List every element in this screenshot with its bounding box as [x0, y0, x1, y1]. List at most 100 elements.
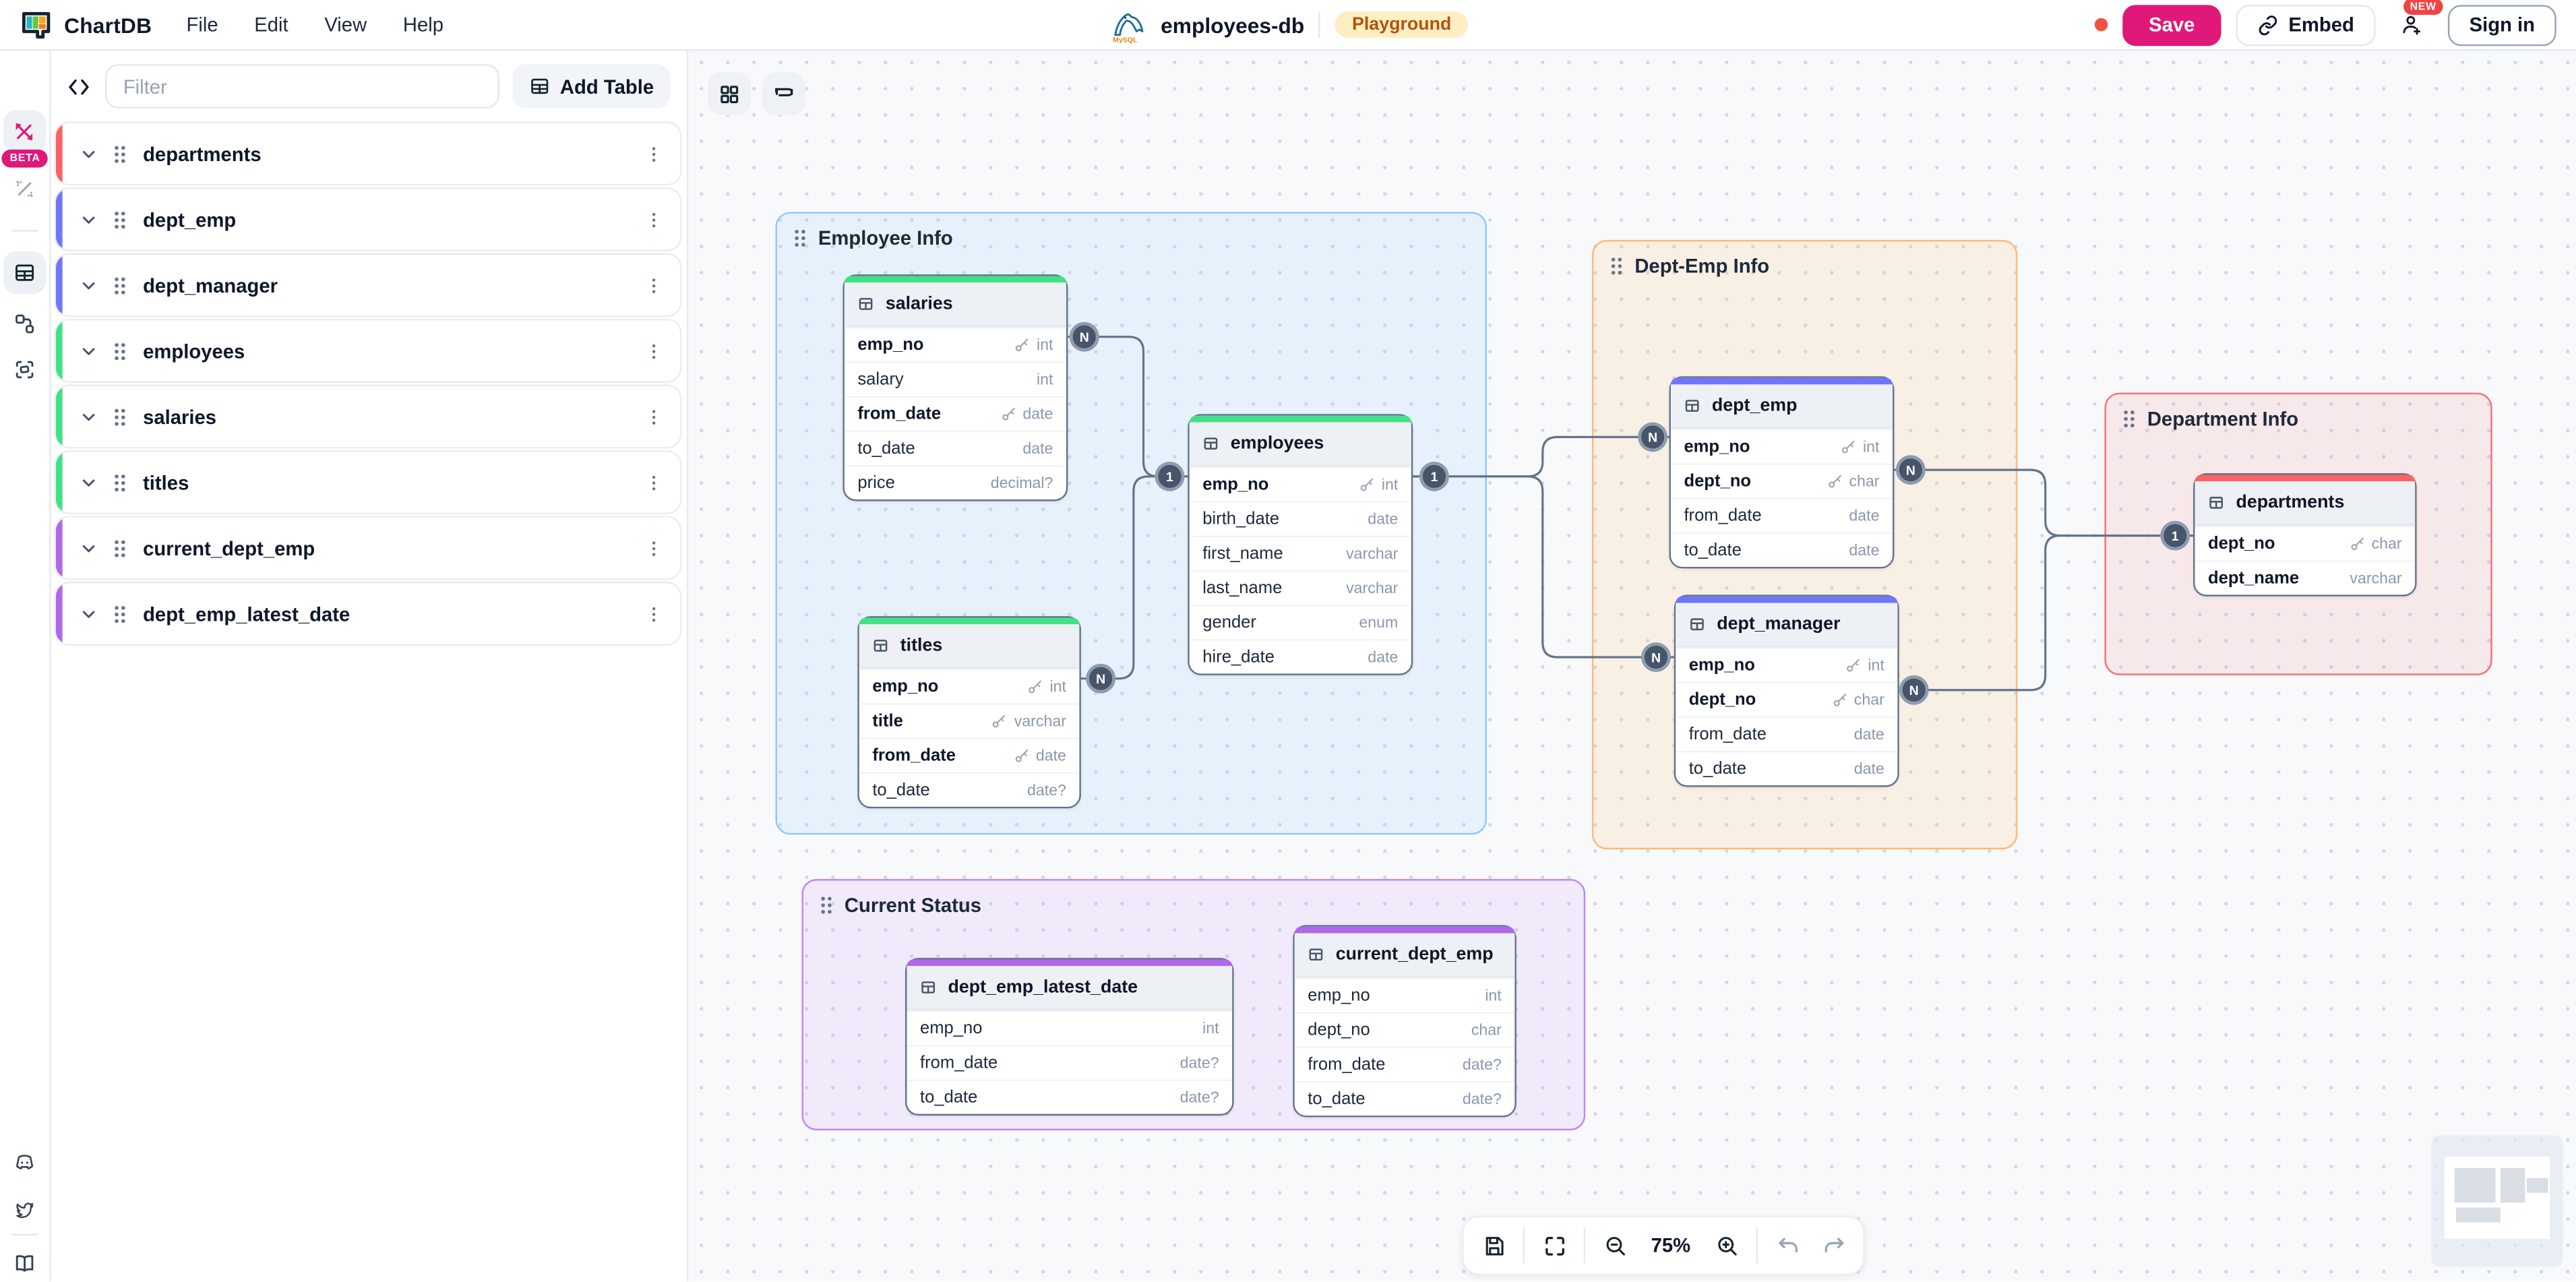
diagram-name[interactable]: employees-db [1161, 12, 1305, 37]
add-table-button[interactable]: Add Table [512, 64, 671, 109]
expand-chevron[interactable] [79, 144, 98, 163]
invite-user-button[interactable]: NEW [2390, 0, 2443, 47]
table-header[interactable]: dept_emp [1670, 384, 1893, 429]
drag-handle[interactable] [113, 275, 127, 295]
table-options-button[interactable] [644, 208, 664, 231]
menu-file[interactable]: File [168, 7, 237, 43]
snap-magnet-button[interactable] [762, 72, 805, 115]
save-button[interactable]: Save [2122, 4, 2221, 46]
drag-handle[interactable] [113, 210, 127, 229]
redo-button[interactable] [1810, 1224, 1856, 1266]
filter-input[interactable] [105, 64, 499, 109]
fit-view-button[interactable] [1531, 1224, 1577, 1266]
undo-button[interactable] [1765, 1224, 1810, 1266]
editor-tool-button[interactable] [3, 110, 47, 153]
drag-handle[interactable] [113, 604, 127, 623]
table-options-button[interactable] [644, 142, 664, 165]
tables-view-button[interactable] [3, 251, 47, 295]
areas-view-button[interactable] [3, 348, 46, 391]
minimap[interactable] [2431, 1135, 2563, 1267]
drag-handle[interactable] [113, 538, 127, 557]
table-options-button[interactable] [644, 537, 664, 559]
area-label[interactable]: Dept-Emp Info [1593, 241, 2015, 291]
table-options-button[interactable] [644, 339, 664, 362]
table-list-item-dept_emp[interactable]: dept_emp [54, 187, 682, 251]
expand-chevron[interactable] [79, 275, 98, 295]
expand-chevron[interactable] [79, 210, 98, 229]
table-header[interactable]: dept_emp_latest_date [907, 966, 1233, 1011]
menu-edit[interactable]: Edit [236, 7, 306, 43]
table-header[interactable]: dept_manager [1676, 603, 1898, 648]
table-header[interactable]: current_dept_emp [1294, 933, 1515, 978]
relationships-view-button[interactable] [3, 303, 46, 345]
save-diagram-button[interactable] [1471, 1224, 1516, 1266]
area-label[interactable]: Current Status [803, 881, 1584, 930]
expand-chevron[interactable] [79, 406, 98, 426]
twitter-link-button[interactable] [3, 1188, 46, 1230]
table-header[interactable]: titles [859, 624, 1080, 669]
reorder-tables-button[interactable] [708, 72, 751, 115]
menu-help[interactable]: Help [385, 7, 462, 43]
sign-in-button[interactable]: Sign in [2447, 4, 2556, 46]
table-header[interactable]: employees [1189, 422, 1411, 467]
drag-handle[interactable] [113, 472, 127, 492]
drag-handle[interactable] [113, 144, 127, 163]
code-view-icon[interactable] [66, 73, 92, 99]
table-list-item-titles[interactable]: titles [54, 450, 682, 514]
zoom-level[interactable]: 75% [1651, 1233, 1691, 1257]
table-options-button[interactable] [644, 602, 664, 625]
embed-button[interactable]: Embed [2236, 4, 2376, 46]
zoom-in-button[interactable] [1704, 1224, 1750, 1266]
menu-view[interactable]: View [307, 7, 386, 43]
expand-chevron[interactable] [79, 341, 98, 361]
area-label[interactable]: Employee Info [777, 214, 1485, 263]
area-label[interactable]: Department Info [2106, 394, 2490, 444]
discord-link-button[interactable] [3, 1140, 46, 1183]
table-options-button[interactable] [644, 274, 664, 297]
docs-button[interactable] [3, 1242, 46, 1282]
table-options-button[interactable] [644, 405, 664, 428]
expand-chevron[interactable] [79, 604, 98, 623]
table-list-item-departments[interactable]: departments [54, 121, 682, 186]
table-options-button[interactable] [644, 470, 664, 493]
table-list-item-dept_manager[interactable]: dept_manager [54, 253, 682, 317]
table-list-item-current_dept_emp[interactable]: current_dept_emp [54, 516, 682, 580]
drag-handle[interactable] [113, 406, 127, 426]
